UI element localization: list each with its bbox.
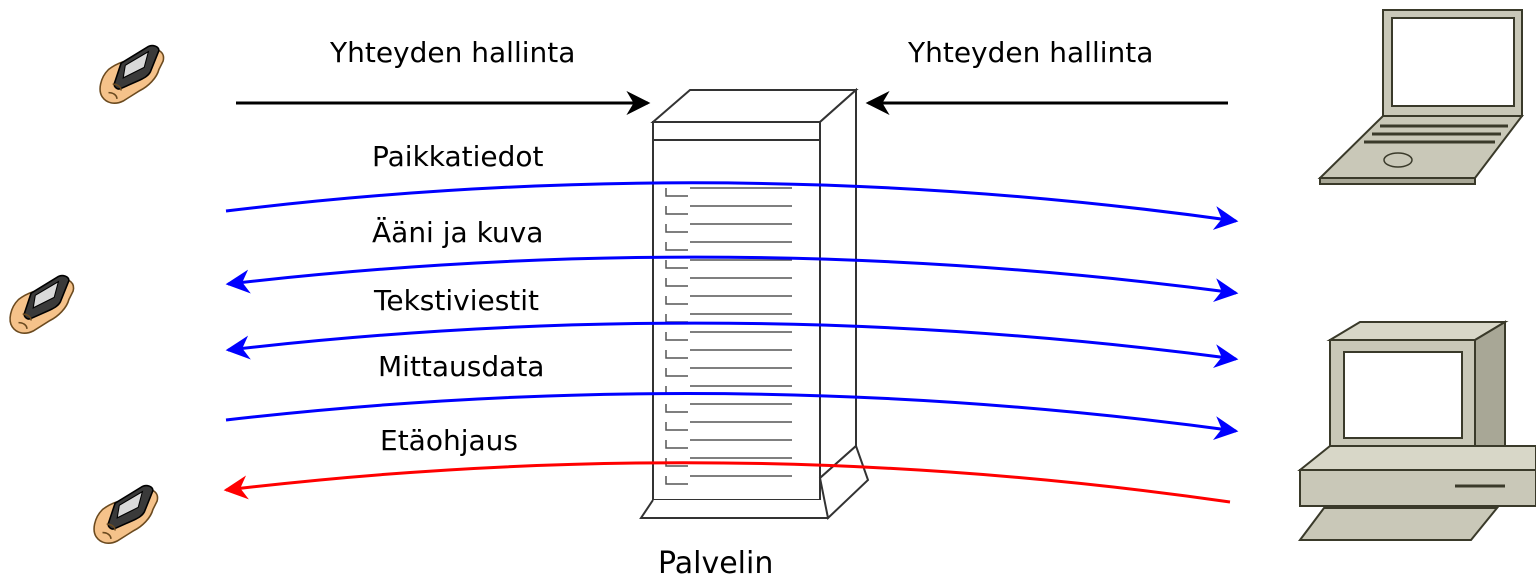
label-mittausdata: Mittausdata: [378, 350, 545, 383]
server-tower-icon: [639, 87, 870, 520]
label-server: Palvelin: [658, 546, 774, 581]
flow-arrow-etaohjaus: [223, 461, 1231, 504]
label-paikkatiedot: Paikkatiedot: [372, 140, 544, 173]
flow-arrow-aani-ja-kuva: [225, 255, 1239, 303]
desktop-computer-icon: [1297, 320, 1536, 541]
flow-arrow-paikkatiedot: [225, 181, 1239, 230]
flow-arrow-tekstiviestit: [225, 321, 1239, 369]
hand-held-phone-icon: [99, 44, 165, 104]
label-connection-management-right: Yhteyden hallinta: [908, 36, 1154, 69]
hand-held-phone-icon: [93, 484, 159, 544]
label-connection-management-left: Yhteyden hallinta: [330, 36, 576, 69]
flow-arrow-mittausdata: [225, 392, 1239, 440]
label-etaohjaus: Etäohjaus: [380, 424, 518, 457]
hand-held-phone-icon: [9, 274, 75, 334]
laptop-icon: [1317, 9, 1525, 185]
label-tekstiviestit: Tekstiviestit: [374, 284, 540, 317]
label-aani-ja-kuva: Ääni ja kuva: [372, 216, 544, 249]
